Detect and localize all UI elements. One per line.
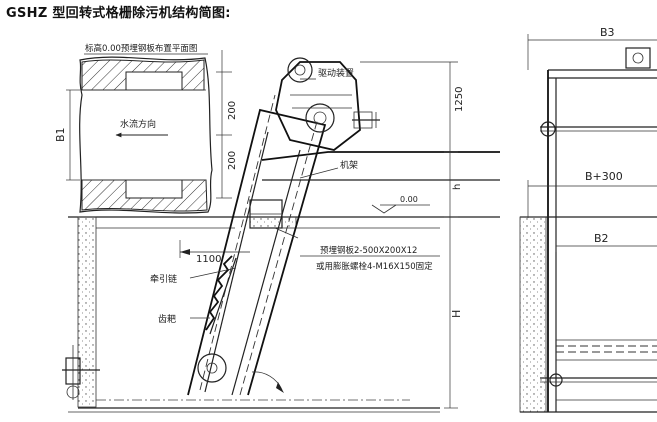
rake-teeth-icon — [205, 255, 233, 331]
valve-detail — [62, 345, 100, 400]
flow-direction-label: 水流方向 — [120, 118, 156, 130]
dim-b3: B3 — [600, 26, 615, 39]
channel-section: 0.00 — [68, 195, 500, 413]
dim-b2: B2 — [594, 232, 609, 245]
dim-b1: B1 — [54, 127, 67, 142]
drive-wheel-icon — [305, 103, 335, 133]
main-dimensions: 1250 h H 1100 — [179, 61, 465, 409]
motor-icon — [625, 47, 651, 69]
screen-machine — [187, 57, 500, 396]
dim-200-bottom: 200 — [227, 151, 238, 170]
traction-chain-label: 牵引链 — [150, 273, 177, 285]
plan-view: 水流方向 标高0.00预埋钢板布置平面图 B1 200 200 — [54, 43, 238, 214]
side-elevation: B3 B+300 B2 — [519, 26, 657, 413]
elevation-zero-label: 0.00 — [400, 195, 418, 204]
embedded-plate-label: 预埋钢板2-500X200X12 — [320, 245, 417, 256]
expansion-bolt-label: 或用膨胀螺栓4-M16X150固定 — [316, 261, 433, 272]
dim-h-small: h — [452, 184, 463, 190]
dim-b-plus-300: B+300 — [585, 170, 623, 183]
diagram-title: GSHZ 型回转式格栅除污机结构简图: — [6, 6, 231, 21]
dim-1100: 1100 — [196, 254, 221, 265]
drive-unit-label: 驱动装置 — [318, 67, 354, 79]
rake-teeth-label: 齿耙 — [158, 314, 176, 325]
drive-sprocket-icon — [287, 57, 313, 83]
dim-1250: 1250 — [454, 87, 465, 112]
dim-h-large: H — [450, 310, 463, 318]
plan-note-label: 标高0.00预埋钢板布置平面图 — [85, 43, 197, 54]
frame-label: 机架 — [340, 159, 358, 171]
dim-200-top: 200 — [227, 101, 238, 120]
bottom-sprocket-icon — [197, 353, 227, 383]
